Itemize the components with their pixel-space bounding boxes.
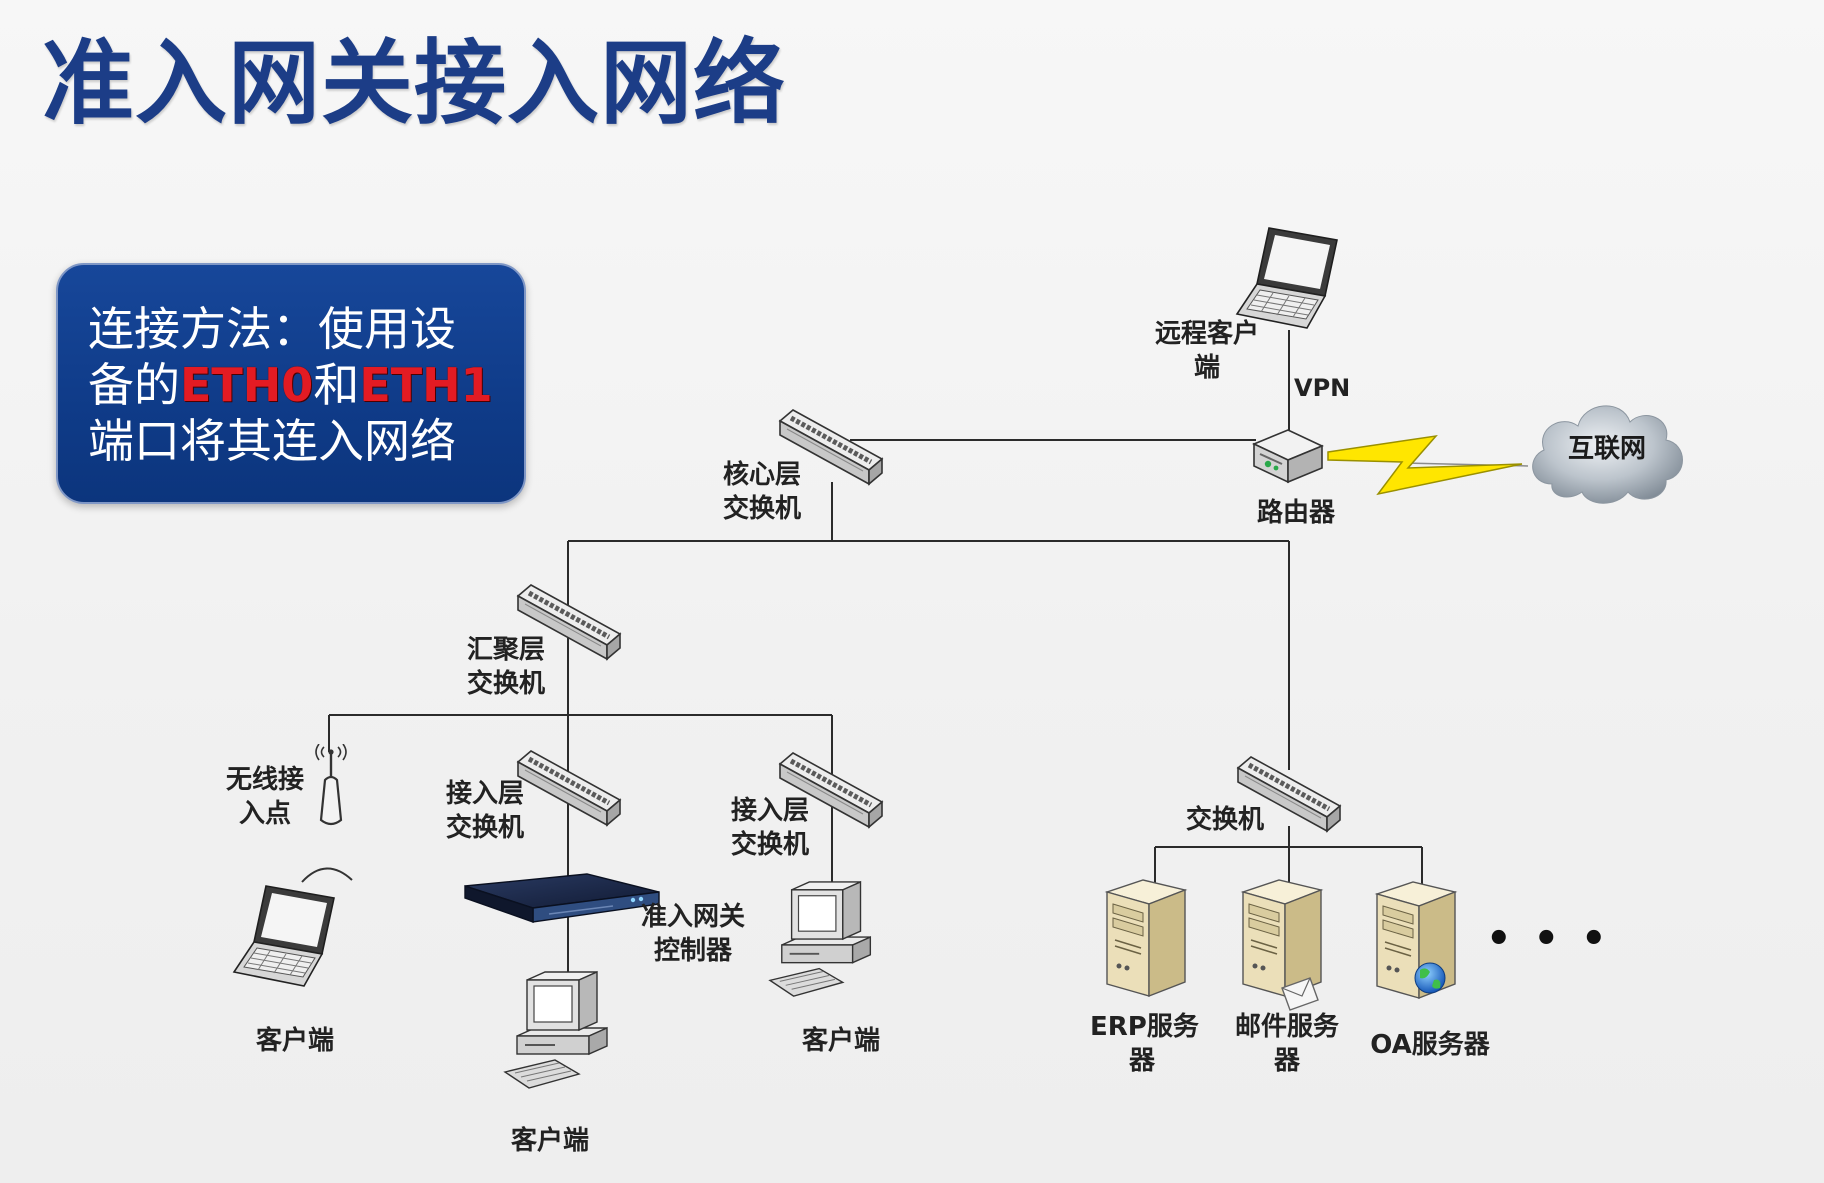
oa-server-label: OA服务器: [1370, 1030, 1490, 1060]
access-switch-1-label-line-2: 交换机: [445, 813, 524, 843]
wireless-client-laptop-icon: [233, 885, 335, 987]
access-switch-2-label: 接入层 交换机: [724, 794, 816, 862]
wifi-signal-icon: [301, 867, 353, 883]
callout-line-2: 备的ETH0和ETH1: [88, 357, 508, 413]
more-servers-ellipsis: • • •: [1486, 916, 1611, 962]
gateway-controller-label-line-1: 准入网关: [640, 902, 745, 932]
envelope-icon: [1281, 977, 1319, 1011]
callout-line-2-prefix: 备的: [88, 358, 180, 412]
gateway-controller-label-line-2: 控制器: [653, 936, 732, 966]
remote-laptop-icon: [1236, 227, 1338, 329]
gateway-controller-label: 准入网关 控制器: [634, 900, 752, 968]
remote-client-label: 远程客户 端: [1148, 317, 1266, 385]
wireless-access-point-icon: [314, 744, 348, 826]
callout-line-3: 端口将其连入网络: [88, 414, 456, 468]
access-switch-1-label-line-1: 接入层: [445, 779, 524, 809]
bottom-client-label: 客户端: [510, 1126, 589, 1156]
wireless-ap-label-line-1: 无线接: [225, 765, 304, 795]
slide-title: 准入网关接入网络: [42, 30, 787, 137]
port-eth0: ETH0: [180, 358, 314, 412]
lightning-bolt-icon: [1327, 434, 1523, 496]
access-switch-2-label-line-2: 交换机: [730, 830, 809, 860]
erp-server-label-line-1: ERP服务: [1090, 1012, 1199, 1042]
core-switch-label-line-1: 核心层: [722, 460, 801, 490]
wireless-ap-label: 无线接 入点: [220, 763, 310, 831]
erp-server-icon: [1106, 879, 1186, 997]
aggregation-switch-label-line-2: 交换机: [466, 669, 545, 699]
erp-server-label: ERP服务 器: [1090, 1010, 1199, 1078]
right-client-desktop-icon: [768, 880, 872, 998]
core-switch-label-line-2: 交换机: [722, 494, 801, 524]
cloud-icon: [1532, 405, 1683, 504]
callout-line-2-mid: 和: [313, 358, 360, 412]
access-switch-2-label-line-1: 接入层: [730, 796, 809, 826]
server-switch-label: 交换机: [1185, 805, 1264, 835]
vpn-label: VPN: [1294, 374, 1351, 402]
remote-client-label-line-2: 端: [1193, 353, 1220, 383]
globe-icon: [1414, 962, 1446, 994]
gateway-controller-icon: [464, 873, 660, 923]
aggregation-switch-label-line-1: 汇聚层: [466, 635, 545, 665]
remote-client-label-line-1: 远程客户: [1154, 319, 1259, 349]
bottom-client-desktop-icon: [504, 971, 608, 1089]
callout-line-1: 连接方法：使用设: [88, 302, 456, 356]
right-client-label: 客户端: [801, 1026, 880, 1056]
mail-server-label: 邮件服务 器: [1229, 1010, 1345, 1078]
erp-server-label-line-2: 器: [1128, 1046, 1155, 1076]
mail-server-label-line-1: 邮件服务: [1234, 1012, 1339, 1042]
access-switch-1-label: 接入层 交换机: [439, 777, 531, 845]
wireless-client-label: 客户端: [255, 1026, 334, 1056]
internet-label: 互联网: [1567, 434, 1646, 464]
router-icon: [1253, 429, 1323, 483]
aggregation-switch-label: 汇聚层 交换机: [460, 633, 552, 701]
core-switch-label: 核心层 交换机: [716, 458, 808, 526]
mail-server-label-line-2: 器: [1273, 1046, 1300, 1076]
wireless-ap-label-line-2: 入点: [238, 799, 291, 829]
router-label: 路由器: [1256, 498, 1335, 528]
port-eth1: ETH1: [359, 358, 493, 412]
connection-method-callout: 连接方法：使用设 备的ETH0和ETH1 端口将其连入网络: [56, 263, 526, 504]
